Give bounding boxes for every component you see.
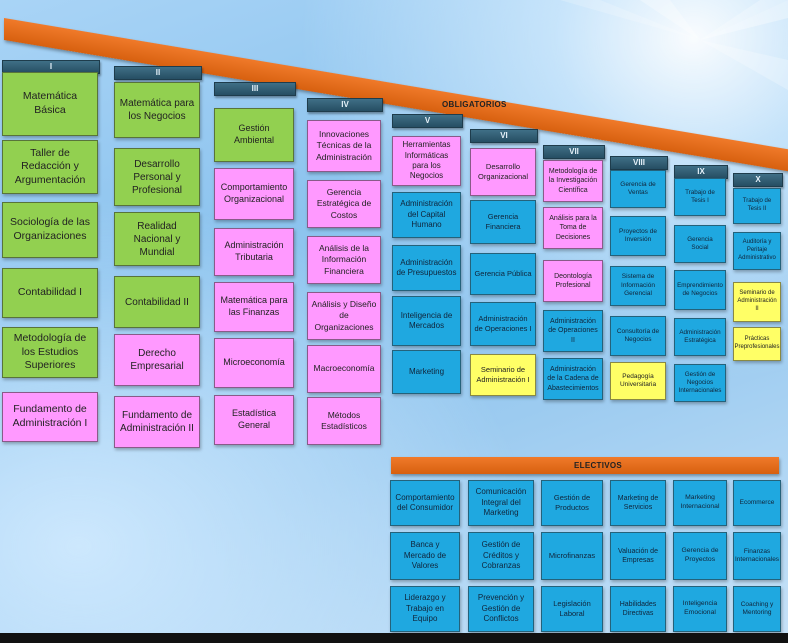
course-box: Estadística General — [214, 395, 294, 445]
semester-header-5: V — [392, 114, 463, 128]
course-box: Seminario de Administración II — [733, 282, 781, 322]
course-box: Prácticas Preprofesionales — [733, 327, 781, 361]
course-box: Sistema de Información Gerencial — [610, 266, 666, 306]
bottom-bar — [0, 633, 788, 643]
elective-box: Comportamiento del Consumidor — [390, 480, 460, 526]
course-box: Administración de Presupuestos — [392, 245, 461, 291]
course-box: Derecho Empresarial — [114, 334, 200, 386]
course-box: Análisis y Diseño de Organizaciones — [307, 292, 381, 340]
semester-header-2: II — [114, 66, 202, 80]
course-box: Innovaciones Técnicas de la Administraci… — [307, 120, 381, 172]
semester-header-9: IX — [674, 165, 728, 179]
semester-header-8: VIII — [610, 156, 668, 170]
semester-header-6: VI — [470, 129, 538, 143]
electivos-bar — [391, 457, 779, 474]
course-box: Análisis para la Toma de Decisiones — [543, 207, 603, 249]
course-box: Inteligencia de Mercados — [392, 296, 461, 346]
course-box: Análisis de la Información Financiera — [307, 236, 381, 284]
course-box: Metodología de la Investigación Científi… — [543, 160, 603, 202]
course-box: Consultoría de Negocios — [610, 316, 666, 356]
elective-box: Prevención y Gestión de Conflictos — [468, 586, 534, 632]
course-box: Trabajo de Tesis II — [733, 188, 781, 224]
course-box: Taller de Redacción y Argumentación — [2, 140, 98, 194]
course-box: Matemática Básica — [2, 72, 98, 136]
course-box: Emprendimiento de Negocios — [674, 270, 726, 310]
course-box: Gerencia Financiera — [470, 200, 536, 244]
course-box: Trabajo de Tesis I — [674, 178, 726, 216]
electivos-label: ELECTIVOS — [574, 461, 623, 470]
semester-header-7: VII — [543, 145, 605, 159]
elective-box: Valuación de Empresas — [610, 532, 666, 580]
course-box: Administración de la Cadena de Abastecim… — [543, 358, 603, 400]
course-box: Métodos Estadísticos — [307, 397, 381, 445]
course-box: Administración de Operaciones I — [470, 302, 536, 346]
elective-box: Comunicación Integral del Marketing — [468, 480, 534, 526]
course-box: Gestión de Negocios Internacionales — [674, 364, 726, 402]
course-box: Gerencia Social — [674, 225, 726, 263]
course-box: Sociología de las Organizaciones — [2, 202, 98, 258]
elective-box: Habilidades Directivas — [610, 586, 666, 632]
course-box: Realidad Nacional y Mundial — [114, 212, 200, 266]
elective-box: Marketing de Servicios — [610, 480, 666, 526]
elective-box: Legislación Laboral — [541, 586, 603, 632]
course-box: Gerencia Pública — [470, 253, 536, 295]
course-box: Matemática para los Negocios — [114, 82, 200, 138]
course-box: Marketing — [392, 350, 461, 394]
course-box: Fundamento de Administración II — [114, 396, 200, 448]
course-box: Matemática para las Finanzas — [214, 282, 294, 332]
elective-box: Banca y Mercado de Valores — [390, 532, 460, 580]
course-box: Deontología Profesional — [543, 260, 603, 302]
course-box: Contabilidad II — [114, 276, 200, 328]
course-box: Gerencia Estratégica de Costos — [307, 180, 381, 228]
course-box: Desarrollo Personal y Profesional — [114, 148, 200, 206]
elective-box: Liderazgo y Trabajo en Equipo — [390, 586, 460, 632]
course-box: Fundamento de Administración I — [2, 392, 98, 442]
course-box: Microeconomía — [214, 338, 294, 388]
course-box: Gerencia de Ventas — [610, 170, 666, 208]
semester-header-4: IV — [307, 98, 383, 112]
course-box: Comportamiento Organizacional — [214, 168, 294, 220]
course-box: Administración del Capital Humano — [392, 192, 461, 238]
elective-box: Gerencia de Proyectos — [673, 532, 727, 580]
course-box: Administración Tributaria — [214, 228, 294, 276]
elective-box: Ecommerce — [733, 480, 781, 526]
course-box: Seminario de Administración I — [470, 354, 536, 396]
elective-box: Finanzas Internacionales — [733, 532, 781, 580]
course-box: Administración Estratégica — [674, 318, 726, 356]
elective-box: Marketing Internacional — [673, 480, 727, 526]
course-box: Proyectos de Inversión — [610, 216, 666, 256]
course-box: Herramientas Informáticas para los Negoc… — [392, 136, 461, 186]
elective-box: Inteligencia Emocional — [673, 586, 727, 632]
course-box: Gestión Ambiental — [214, 108, 294, 162]
elective-box: Coaching y Mentoring — [733, 586, 781, 632]
elective-box: Gestión de Productos — [541, 480, 603, 526]
elective-box: Microfinanzas — [541, 532, 603, 580]
semester-header-3: III — [214, 82, 296, 96]
course-box: Administración de Operaciones II — [543, 310, 603, 352]
course-box: Auditoría y Peritaje Administrativo — [733, 232, 781, 270]
course-box: Metodología de los Estudios Superiores — [2, 327, 98, 378]
course-box: Macroeconomía — [307, 345, 381, 393]
elective-box: Gestión de Créditos y Cobranzas — [468, 532, 534, 580]
course-box: Contabilidad I — [2, 268, 98, 318]
semester-header-10: X — [733, 173, 783, 187]
course-box: Pedagogía Universitaria — [610, 362, 666, 400]
obligatorios-label: OBLIGATORIOS — [442, 100, 507, 109]
course-box: Desarrollo Organizacional — [470, 148, 536, 196]
